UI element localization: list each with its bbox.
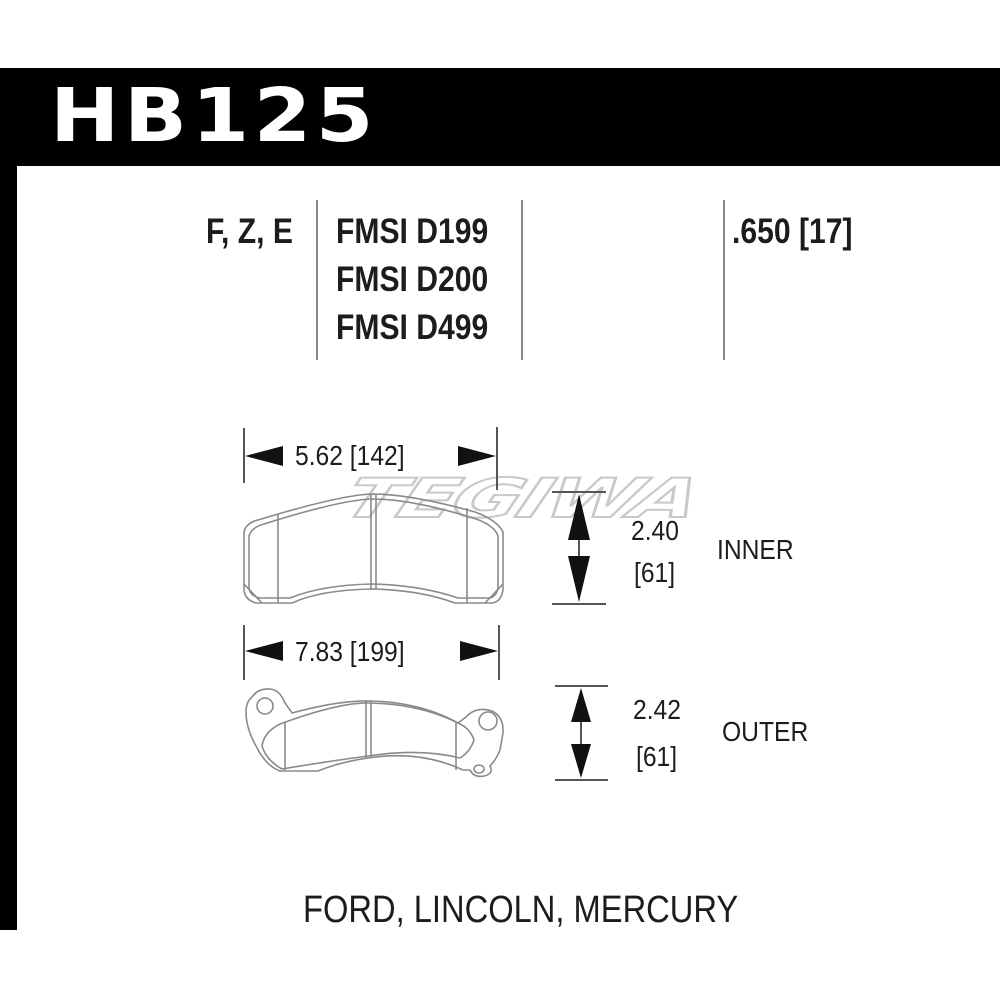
inner-width-label: 5.62 [142] (295, 440, 405, 471)
vehicle-makes: FORD, LINCOLN, MERCURY (303, 889, 739, 931)
spec-divider (521, 200, 523, 360)
arrow-up-icon (571, 688, 591, 722)
outer-height-mm: [61] (636, 741, 678, 772)
outer-height-dimension (555, 685, 608, 781)
outer-pad-outline (245, 688, 504, 778)
arrow-up-icon (568, 494, 590, 540)
fmsi-code: FMSI D499 (336, 308, 489, 347)
arrow-down-icon (571, 744, 591, 778)
header-bar (0, 68, 1000, 166)
outer-height-inches: 2.42 (633, 694, 681, 725)
arrow-left-icon (245, 641, 283, 661)
inner-height-dimension (552, 491, 606, 605)
fmsi-list: FMSI D199 FMSI D200 FMSI D499 (336, 212, 488, 356)
arrow-down-icon (568, 556, 590, 602)
arrow-right-icon (458, 446, 496, 466)
arrow-right-icon (460, 641, 498, 661)
inner-height-mm: [61] (634, 557, 676, 588)
inner-pad-outline (243, 493, 504, 604)
spec-divider (723, 200, 725, 360)
inner-pad-label: INNER (717, 534, 794, 565)
part-number-title: HB125 (50, 73, 378, 159)
outer-width-label: 7.83 [199] (295, 636, 405, 667)
position-codes: F, Z, E (206, 212, 293, 251)
arrow-left-icon (245, 446, 283, 466)
pad-thickness: .650 [17] (732, 212, 853, 251)
spec-divider (316, 200, 318, 360)
outer-width-dimension (243, 625, 500, 680)
left-border-bar (0, 68, 17, 930)
outer-pad-label: OUTER (722, 716, 809, 747)
fmsi-code: FMSI D200 (336, 260, 489, 299)
inner-width-dimension (243, 427, 498, 490)
inner-height-inches: 2.40 (631, 515, 679, 546)
fmsi-code: FMSI D199 (336, 212, 489, 251)
